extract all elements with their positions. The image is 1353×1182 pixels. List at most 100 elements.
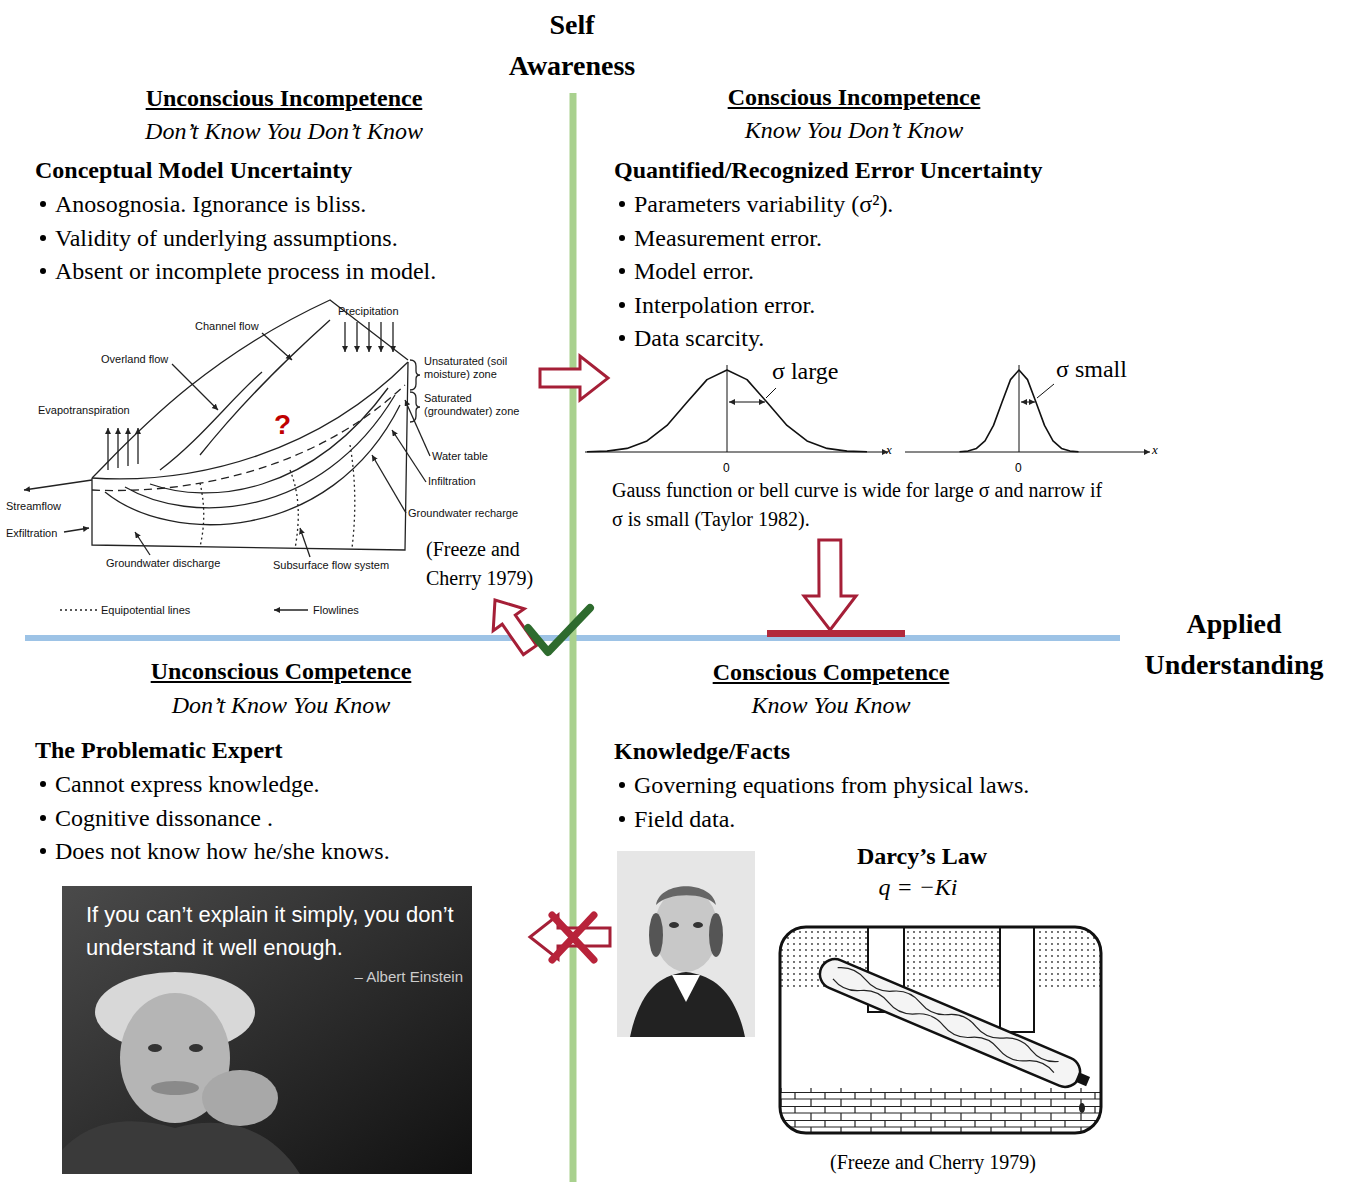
quadrant-region: Unconscious IncompetenceDon’t Know You D… [10, 80, 540, 600]
hillslope-block [200, 483, 204, 547]
bullet-dot [40, 201, 46, 207]
darcy-apparatus [780, 927, 1101, 1133]
darcy-apparatus [815, 954, 1094, 1095]
bullet-dot [619, 782, 625, 788]
einstein-photo [202, 1070, 278, 1126]
law-title: Darcy’s Law [822, 842, 1022, 870]
darcy-portrait [654, 888, 718, 972]
bell-curve-plots [1021, 402, 1035, 403]
darcy-portrait [630, 972, 745, 1037]
bullet-dot [40, 815, 46, 821]
darcy-portrait [693, 922, 703, 928]
hillslope-block [262, 333, 292, 360]
legend-text: Flowlines [313, 604, 359, 617]
bullet-text: Data scarcity. [634, 324, 764, 352]
bell-curve-plots [1037, 384, 1054, 398]
quadrant-subtitle: Know You Don’t Know [634, 116, 1074, 144]
quote-author: – Albert Einstein [212, 968, 463, 986]
einstein-photo [62, 886, 472, 1174]
quadrant-heading: Conscious Competence [611, 658, 1051, 686]
figure-label: Subsurface flow system [273, 559, 389, 572]
stop-bar [767, 630, 905, 637]
darcy-portrait [656, 886, 716, 905]
figure-label: Infiltration [428, 475, 476, 488]
bell-curve-plots [1019, 365, 1020, 452]
bell-curve-plots [585, 452, 888, 453]
cross-mark [552, 915, 594, 960]
axis-title: Applied Understanding [1126, 603, 1342, 685]
bullet-text: Parameters variability (σ²). [634, 190, 893, 218]
darcy-portrait [672, 975, 700, 1002]
legend-sample [274, 609, 308, 610]
hillslope-block [135, 532, 150, 555]
hillslope-block [172, 364, 218, 410]
hillslope-block [24, 480, 92, 490]
figure-label: Overland flow [101, 353, 168, 366]
hillslope-block [92, 300, 408, 478]
bullet-dot [619, 268, 625, 274]
quote-text: If you can’t explain it simply, you don’… [86, 898, 466, 964]
darcy-apparatus [780, 927, 1101, 1133]
bell-curve-plots [727, 365, 728, 452]
darcy-portrait [709, 913, 723, 957]
section-title: The Problematic Expert [35, 736, 283, 764]
hillslope-block [107, 428, 108, 470]
citation: (Freeze and Cherry 1979) [830, 1148, 1036, 1177]
darcy-apparatus [1079, 1103, 1085, 1113]
sigma-label: σ large [772, 357, 838, 385]
darcy-apparatus [815, 954, 1084, 1091]
bullet-dot [40, 268, 46, 274]
bullet-text: Field data. [634, 805, 735, 833]
axis-tick: 0 [1015, 461, 1022, 475]
section-title: Knowledge/Facts [614, 737, 790, 765]
bullet-dot [619, 201, 625, 207]
einstein-photo [189, 1044, 203, 1052]
bullet-text: Anosognosia. Ignorance is bliss. [55, 190, 366, 218]
axis-tick: 0 [723, 461, 730, 475]
hillslope-block [368, 322, 369, 352]
hillslope-block [356, 322, 357, 352]
quadrant-subtitle: Don’t Know You Know [61, 691, 501, 719]
einstein-photo [148, 1044, 162, 1052]
block-arrow [540, 356, 608, 400]
hillslope-block [105, 405, 400, 525]
axis-name: x [1152, 443, 1158, 457]
darcy-portrait [669, 922, 679, 928]
darcy-apparatus [836, 964, 1060, 1065]
hillslope-block [392, 322, 393, 352]
figure-label: Precipitation [338, 305, 399, 318]
cross-mark [552, 915, 594, 960]
bullet-text: Absent or incomplete process in model. [55, 257, 436, 285]
figure-label: Groundwater discharge [106, 557, 220, 570]
bullet-dot [619, 302, 625, 308]
darcy-portrait [617, 851, 755, 1037]
sigma-label: σ small [1056, 355, 1127, 383]
figure-label: Saturated (groundwater) zone [424, 392, 534, 418]
darcy-portrait [617, 851, 755, 1037]
bell-curve-plots [960, 370, 1079, 452]
bullet-dot [619, 235, 625, 241]
darcy-apparatus [780, 927, 1101, 1133]
legend-text: Equipotential lines [101, 604, 190, 617]
hillslope-block [137, 428, 138, 464]
bell-curve-plots [766, 388, 776, 398]
citation: (Freeze and Cherry 1979) [426, 535, 551, 593]
hillslope-block [392, 430, 426, 482]
darcy-apparatus [780, 1088, 1101, 1133]
block-arrow [530, 915, 610, 959]
bell-curve-plots [729, 402, 765, 403]
hillslope-block [160, 372, 262, 470]
hillslope-block [92, 362, 408, 550]
einstein-photo [151, 1081, 199, 1095]
darcy-apparatus [1075, 1072, 1090, 1086]
einstein-photo [62, 1121, 300, 1174]
bullet-text: Cognitive dissonance . [55, 804, 273, 832]
hillslope-block [410, 360, 420, 390]
hillslope-block [117, 428, 118, 468]
quadrant-subtitle: Know You Know [611, 691, 1051, 719]
figure-label: Water table [432, 450, 488, 463]
darcy-apparatus [831, 975, 1055, 1076]
hillslope-block [290, 470, 298, 549]
bullet-dot [40, 781, 46, 787]
figure-label: Channel flow [195, 320, 259, 333]
